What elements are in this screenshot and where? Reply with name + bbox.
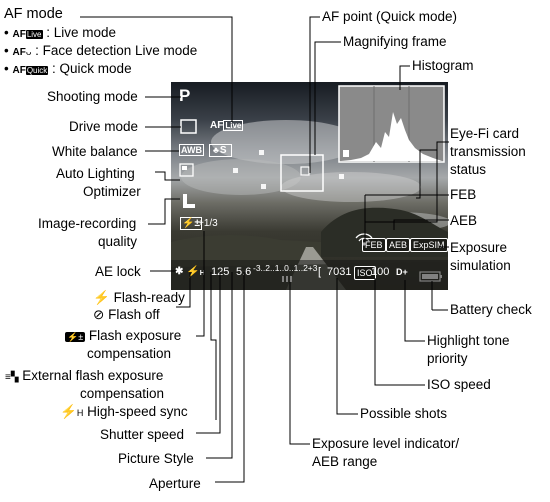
label-flash-off: ⊘ Flash off [93,307,160,323]
legend-text-quick: : Quick mode [52,61,132,76]
label-alo-1: Auto Lighting [56,166,135,181]
label-white-balance: White balance [52,144,138,159]
label-eyefi-2: transmission [450,144,526,159]
label-aeb: AEB [450,213,478,228]
af-label: AF [210,120,224,131]
label-iso-speed: ISO speed [427,377,491,392]
label-fec-1: ⚡± Flash exposure [65,328,181,345]
label-fec-2: compensation [87,346,172,361]
af-tag: AF [12,29,26,40]
label-htp-2: priority [427,351,468,366]
label-flash-ready: ⚡ Flash-ready [93,290,185,306]
label-irq-1: Image-recording [38,216,137,231]
label-ext-2: compensation [80,386,165,401]
lcd-scene [171,85,448,290]
drive-mode-icon [180,119,197,134]
label-battery-check: Battery check [450,302,532,317]
shooting-mode: P [179,86,191,105]
label-shutter-speed: Shutter speed [100,427,185,442]
hss-legend-icon: ⚡H [60,404,84,419]
picture-style-glyph: ♣ [213,145,220,155]
possible-shots-value: 7031 [327,266,352,278]
external-flash-icon: ≡▚ [5,372,19,383]
picture-style-icon: ♣S [209,144,232,157]
flash-ready-icon: ⚡ [93,290,110,305]
htp-icon: D+ [396,267,408,277]
label-exposure-1: Exposure level indicator/ [312,436,460,451]
flash-comp-value: +1/3 [198,218,218,229]
live-mode-icon: Live [25,30,43,39]
flash-comp-legend-icon: ⚡± [65,332,86,342]
af-tag: AF [12,47,26,58]
label-possible-shots: Possible shots [360,406,448,421]
white-balance-icon: AWB [179,144,204,156]
shutter-speed-value: 125 [211,266,230,278]
face-detection-icon: ᴗ [25,47,32,58]
fec-text-1: Flash exposure [88,328,182,343]
flash-off-text: Flash off [108,307,160,322]
legend-item-live: • AFLive : Live mode [4,25,117,40]
alo-icon [179,163,194,177]
label-irq-2: quality [98,234,138,249]
picture-style-value: S [219,145,228,156]
label-expsim-2: simulation [450,258,511,273]
af-tag: AF [12,65,26,76]
label-eyefi-3: status [450,162,487,177]
hss-icon: ⚡H [186,266,205,278]
exposure-scale: -3..2..1..0..1..2+3 [253,263,318,273]
legend-text-live: : Live mode [46,25,117,40]
label-htp-1: Highlight tone [427,333,510,348]
label-feb: FEB [450,187,477,202]
label-exposure-2: AEB range [312,454,378,469]
label-alo-2: Optimizer [83,184,141,199]
legend-item-quick: • AFQuick : Quick mode [4,61,132,76]
flash-off-icon: ⊘ [93,307,105,322]
aeb-icon: AEB [386,238,411,252]
legend-item-face: • AFᴗ : Face detection Live mode [4,43,198,58]
iso-icon: ISO [354,266,376,280]
label-ext-1: ≡▚ External flash exposure [5,368,163,386]
label-ae-lock: AE lock [95,264,141,279]
iso-value: 100 [371,266,390,278]
af-live-icon: Live [223,120,244,131]
expsim-icon: ExpSIM [410,238,448,252]
legend-text-face: : Face detection Live mode [35,43,198,58]
label-af-point: AF point (Quick mode) [322,9,458,24]
magnifying-frame [280,154,324,192]
flash-ready-text: Flash-ready [113,290,185,305]
hss-sub: H [199,270,205,277]
af-mode-title: AF mode [4,6,63,22]
label-expsim-1: Exposure [450,240,508,255]
label-aperture: Aperture [149,476,201,491]
quick-mode-icon: Quick [25,66,49,75]
image-quality-icon [183,194,195,208]
label-hss: ⚡H High-speed sync [60,404,188,421]
ext-text-1: External flash exposure [22,368,164,383]
label-drive-mode: Drive mode [69,119,139,134]
af-point [300,166,310,176]
label-histogram: Histogram [412,58,474,73]
feb-icon: FEB [362,238,386,252]
ae-lock-icon: ✱ [175,266,184,277]
shots-bracket: [ [318,266,322,278]
label-picture-style: Picture Style [118,451,194,466]
aperture-value: 5.6 [236,266,252,278]
label-eyefi-1: Eye-Fi card [450,126,520,141]
label-magnifying-frame: Magnifying frame [343,34,447,49]
flash-comp-icon: ⚡± [180,217,202,230]
label-shooting-mode: Shooting mode [47,89,138,104]
hss-text: High-speed sync [87,404,188,419]
